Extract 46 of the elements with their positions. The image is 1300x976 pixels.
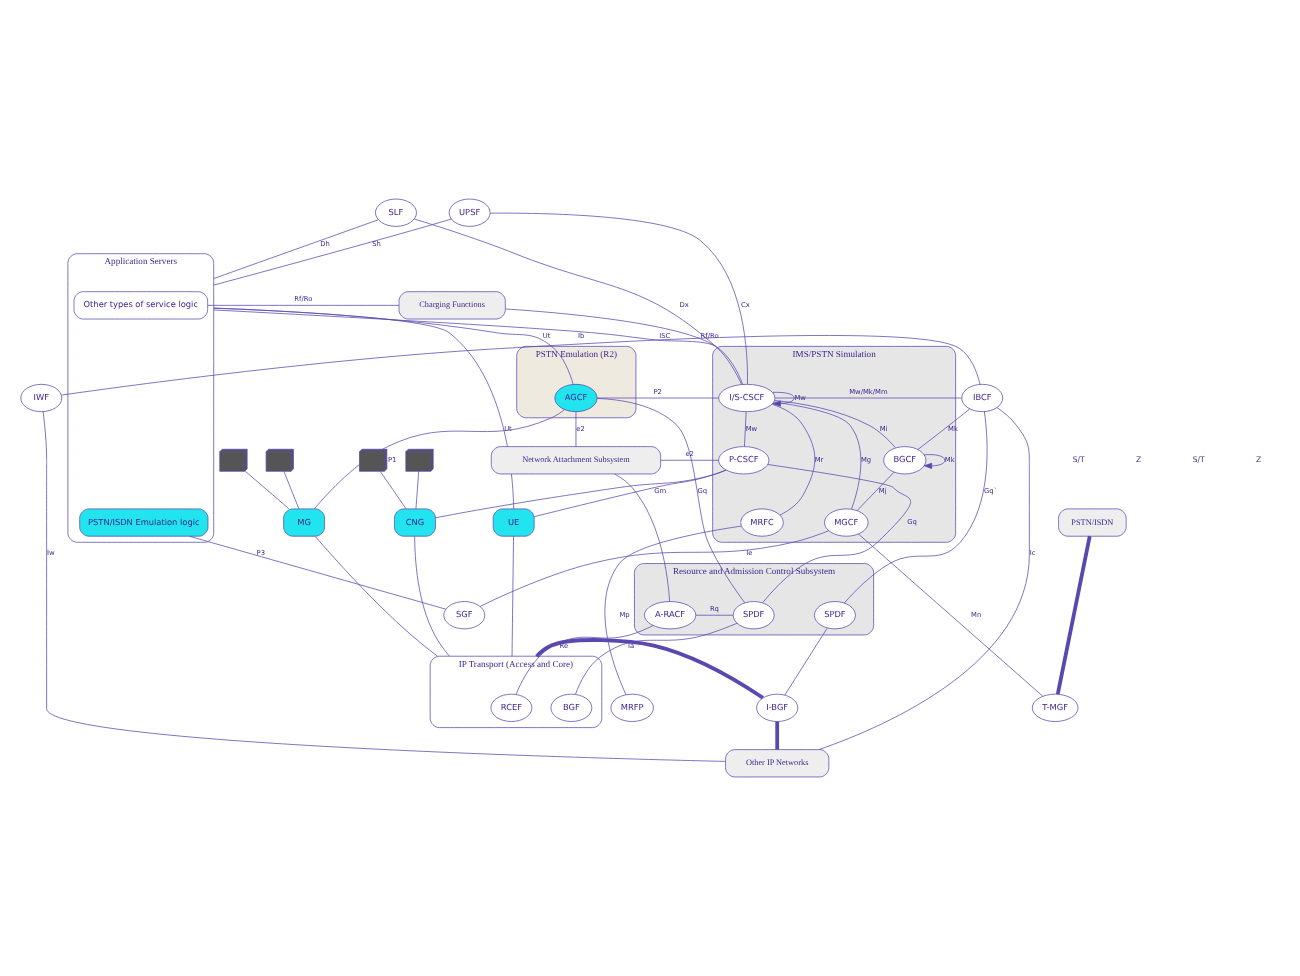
- connector: [42, 411, 726, 762]
- connector: [379, 470, 407, 510]
- connector: [771, 403, 816, 516]
- connector: [61, 335, 981, 396]
- connector: [784, 627, 828, 696]
- connector: [314, 536, 438, 657]
- connector: [213, 307, 574, 385]
- connector: [511, 535, 514, 657]
- connector: [283, 470, 300, 510]
- connector: [207, 305, 400, 306]
- connector: [479, 530, 830, 607]
- connector: [818, 407, 1030, 750]
- connector: [575, 622, 738, 695]
- connector: [604, 525, 742, 695]
- connector: [856, 471, 895, 511]
- connector: [774, 397, 963, 399]
- connector: [245, 470, 290, 510]
- connector: [535, 638, 764, 700]
- connector: [435, 469, 727, 519]
- connector: [596, 398, 746, 604]
- connector: [858, 533, 1044, 697]
- connector: [213, 307, 515, 510]
- connector: [505, 308, 717, 347]
- connector: [614, 473, 670, 602]
- connector: [415, 470, 420, 510]
- connector: [775, 721, 780, 750]
- connector: [844, 411, 988, 604]
- connector: [314, 409, 565, 510]
- connector: [213, 218, 452, 286]
- connector: [515, 625, 654, 695]
- connector: [414, 218, 742, 385]
- connector: [575, 411, 577, 447]
- connector: [213, 309, 744, 385]
- connector: [489, 212, 748, 385]
- connector: [189, 535, 447, 610]
- connector: [1055, 535, 1092, 695]
- connector: [660, 459, 720, 461]
- connector: [762, 464, 911, 604]
- arrow: [923, 454, 946, 469]
- connector: [213, 219, 379, 279]
- connector: [596, 397, 719, 399]
- connector: [744, 411, 747, 447]
- connector: [534, 469, 727, 517]
- connector: [414, 536, 450, 657]
- connector: [917, 408, 970, 450]
- connector: [695, 614, 734, 616]
